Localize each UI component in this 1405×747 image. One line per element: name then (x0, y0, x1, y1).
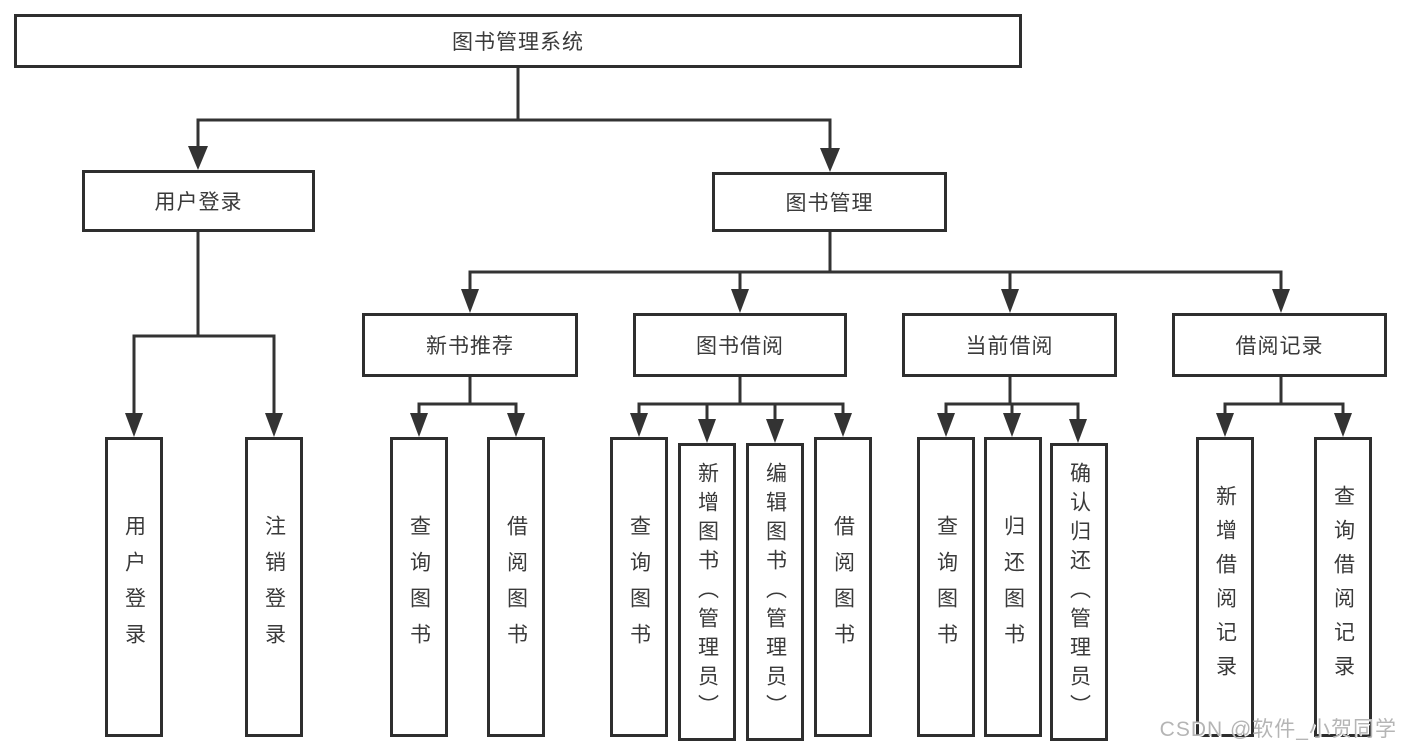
node-logout-action: 注销登录 (245, 437, 303, 737)
node-edit-book-admin: 编辑图书（管理员） (746, 443, 804, 741)
node-book-borrowing: 图书借阅 (633, 313, 847, 377)
node-add-book-admin-label: 新增图书（管理员） (695, 461, 719, 723)
node-borrowing-records: 借阅记录 (1172, 313, 1387, 377)
node-query-books-recommend-label: 查询图书 (407, 515, 431, 659)
node-return-books-label: 归还图书 (1001, 515, 1025, 659)
node-current-borrowing: 当前借阅 (902, 313, 1117, 377)
node-book-management: 图书管理 (712, 172, 947, 232)
node-borrowing-records-label: 借阅记录 (1235, 335, 1324, 358)
node-query-books-recommend: 查询图书 (390, 437, 448, 737)
node-borrow-books-borrow-label: 借阅图书 (831, 515, 855, 659)
watermark: CSDN @软件_小贺同学 (1159, 718, 1397, 741)
node-library-system-label: 图书管理系统 (452, 31, 584, 54)
node-confirm-return-admin-label: 确认归还（管理员） (1067, 461, 1091, 723)
node-book-management-label: 图书管理 (785, 192, 874, 215)
node-borrow-books-borrow: 借阅图书 (814, 437, 872, 737)
node-confirm-return-admin: 确认归还（管理员） (1050, 443, 1108, 741)
node-current-borrowing-label: 当前借阅 (965, 335, 1054, 358)
node-borrow-books-recommend: 借阅图书 (487, 437, 545, 737)
node-user-login-label: 用户登录 (154, 191, 243, 214)
node-logout-action-label: 注销登录 (262, 515, 286, 659)
node-return-books: 归还图书 (984, 437, 1042, 737)
node-borrow-books-recommend-label: 借阅图书 (504, 515, 528, 659)
node-login-action-label: 用户登录 (122, 515, 146, 659)
node-new-book-recommendation-label: 新书推荐 (426, 335, 514, 358)
node-login-action: 用户登录 (105, 437, 163, 737)
node-add-borrow-record: 新增借阅记录 (1196, 437, 1254, 737)
node-book-borrowing-label: 图书借阅 (696, 335, 784, 358)
node-add-borrow-record-label: 新增借阅记录 (1213, 485, 1237, 689)
node-query-borrow-record: 查询借阅记录 (1314, 437, 1372, 737)
connector-paths (132, 68, 1345, 422)
node-query-books-current-label: 查询图书 (934, 515, 958, 659)
node-add-book-admin: 新增图书（管理员） (678, 443, 736, 741)
node-new-book-recommendation: 新书推荐 (362, 313, 578, 377)
node-query-books-borrow-label: 查询图书 (627, 515, 651, 659)
node-query-borrow-record-label: 查询借阅记录 (1331, 485, 1355, 689)
node-user-login: 用户登录 (82, 170, 315, 232)
arrowheads (125, 146, 1352, 443)
node-edit-book-admin-label: 编辑图书（管理员） (763, 461, 787, 723)
node-query-books-current: 查询图书 (917, 437, 975, 737)
node-query-books-borrow: 查询图书 (610, 437, 668, 737)
node-library-system: 图书管理系统 (14, 14, 1022, 68)
